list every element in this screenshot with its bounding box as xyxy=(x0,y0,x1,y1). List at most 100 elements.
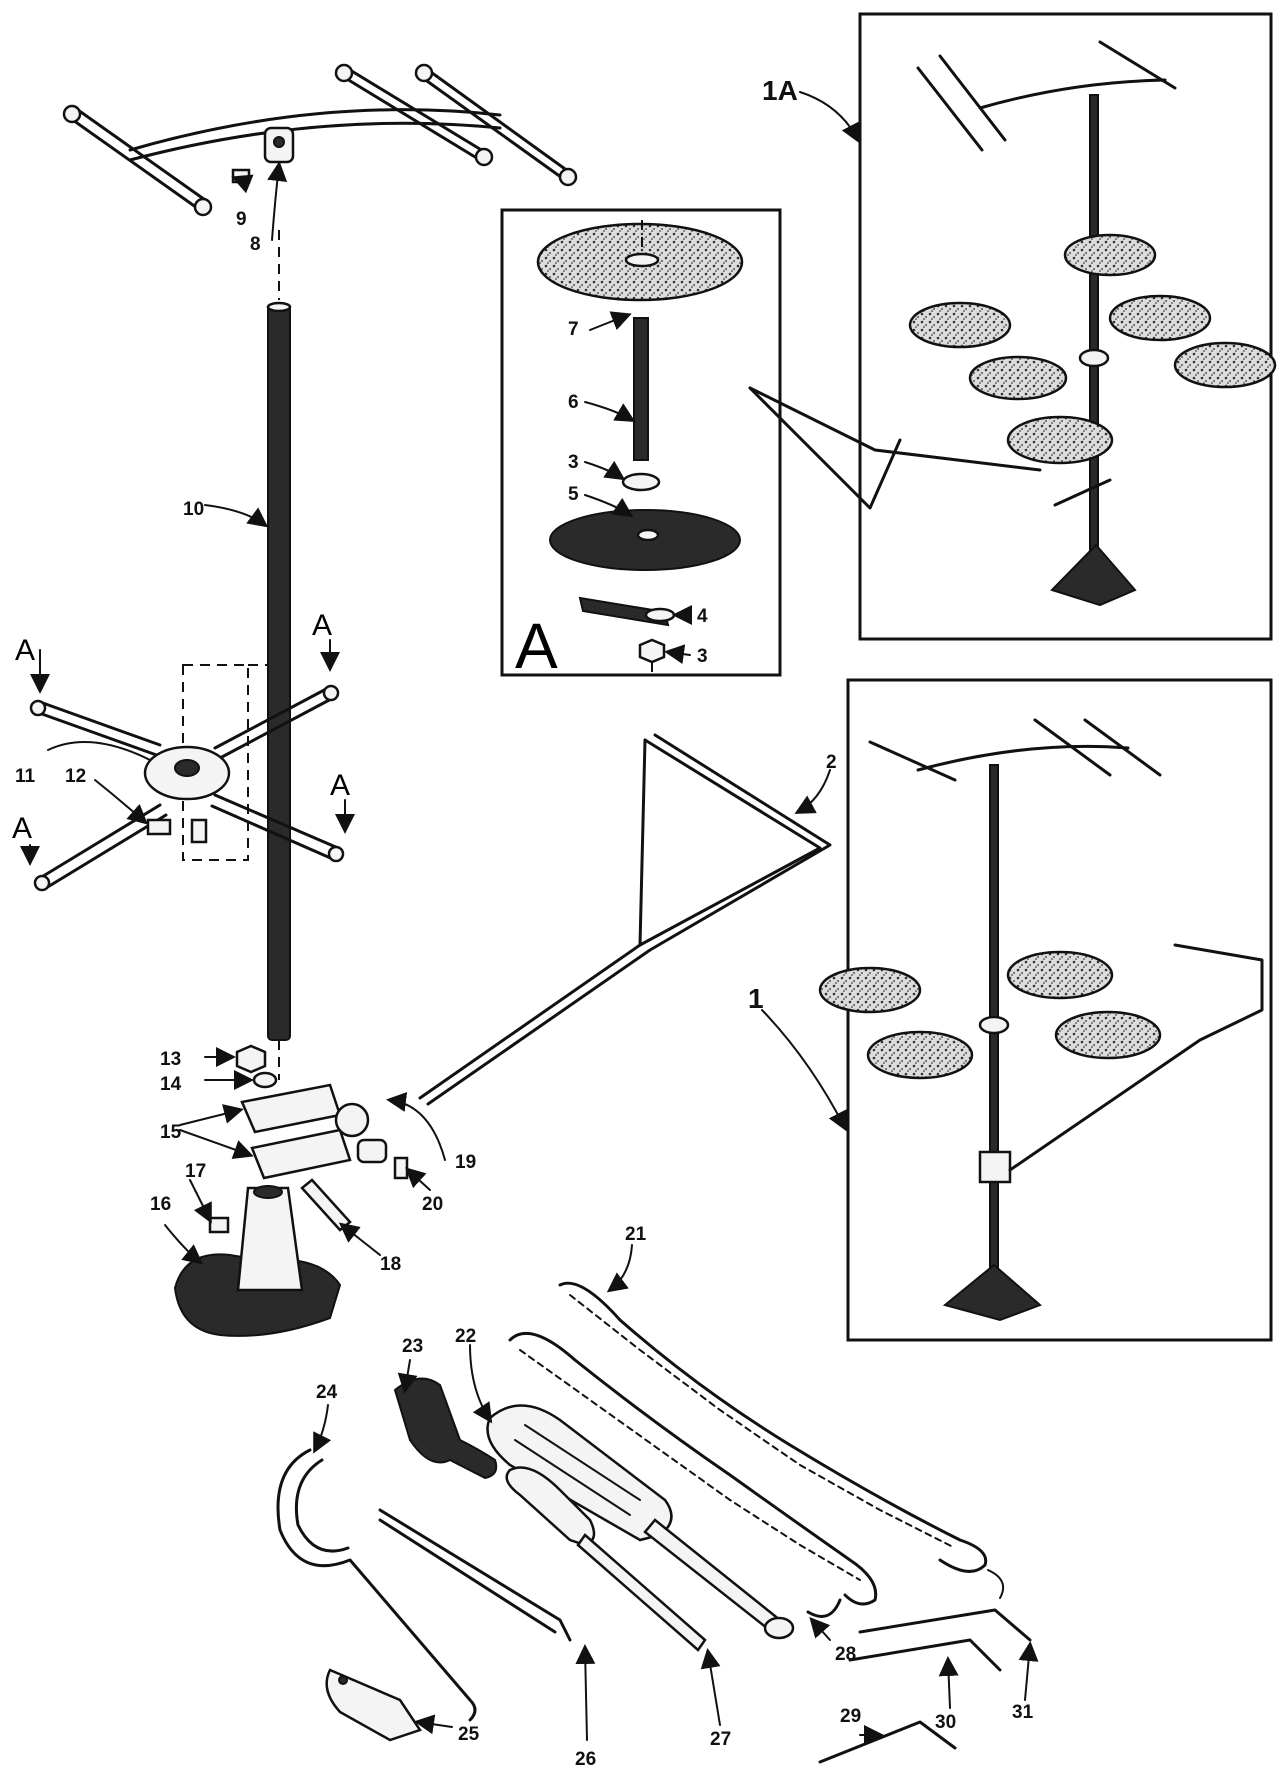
label-19: 19 xyxy=(455,1152,476,1173)
wrench-23 xyxy=(393,1377,498,1480)
label-30: 30 xyxy=(935,1712,956,1733)
hub-set-screw-12 xyxy=(146,818,172,836)
label-detail-a: A xyxy=(515,610,558,682)
label-arrow-a1: A xyxy=(15,634,35,667)
ring-tool-24 xyxy=(276,1448,477,1722)
spindle-6 xyxy=(633,317,649,461)
hub-arm-end xyxy=(33,874,51,892)
label-21: 21 xyxy=(625,1224,647,1245)
label-arrow-a3: A xyxy=(330,769,350,802)
label-17: 17 xyxy=(185,1161,206,1182)
hub-assembly xyxy=(20,639,355,892)
label-28: 28 xyxy=(835,1644,856,1665)
1a-pad xyxy=(1108,294,1212,342)
arm-left-b xyxy=(76,108,210,204)
ball-joint-19 xyxy=(334,1102,370,1138)
bolt-18 xyxy=(300,1178,352,1232)
1a-pad xyxy=(1006,415,1114,465)
arm-end xyxy=(414,63,434,83)
1a-pad xyxy=(908,301,1012,349)
chains-21 xyxy=(508,1281,1004,1618)
chain-secondary-links xyxy=(519,1349,861,1581)
label-1a-arrow xyxy=(799,91,860,144)
label-23: 23 xyxy=(402,1336,423,1357)
label-24: 24 xyxy=(316,1382,338,1403)
hub-arm-right-down xyxy=(213,793,340,850)
1a-arm xyxy=(916,66,984,152)
label-7: 7 xyxy=(568,319,579,340)
label-8: 8 xyxy=(250,234,261,255)
clamp-15-upper xyxy=(240,1083,342,1134)
1a-pad xyxy=(1063,233,1157,277)
label-4: 4 xyxy=(697,606,708,627)
leader-18 xyxy=(338,1222,381,1256)
leader-25 xyxy=(414,1714,453,1735)
nut-3-lower xyxy=(638,638,666,664)
rod-top xyxy=(266,301,292,313)
leader-16 xyxy=(164,1224,204,1265)
detail-a-border xyxy=(500,208,782,677)
chain-21-links xyxy=(569,1294,956,1549)
label-9: 9 xyxy=(236,209,247,230)
crossbar-hub-hole xyxy=(273,136,285,148)
ring-tool-24-inner xyxy=(294,1458,350,1553)
hub-arm-end xyxy=(29,699,47,717)
1-pad xyxy=(1054,1010,1162,1060)
1a-pad xyxy=(968,355,1068,401)
arm-left xyxy=(68,116,202,212)
label-6: 6 xyxy=(568,392,579,413)
leader-31 xyxy=(1018,1641,1039,1701)
label-1: 1 xyxy=(748,983,764,1014)
label-2-arrow xyxy=(794,769,831,814)
label-5: 5 xyxy=(568,484,579,505)
crossbar-arc-lower xyxy=(128,121,502,162)
hex-key-31 xyxy=(858,1608,1032,1642)
1-arm xyxy=(868,740,957,782)
hex-key-30 xyxy=(848,1638,1002,1672)
screwdriver-groove xyxy=(524,1424,641,1501)
top-crossbar-assembly xyxy=(62,63,578,300)
arm-end xyxy=(474,147,494,167)
label-10: 10 xyxy=(183,499,204,520)
leader-24 xyxy=(313,1404,332,1454)
hub-arm-right-up-b xyxy=(218,696,335,760)
small-screwdriver-27-shaft xyxy=(576,1533,707,1652)
label-27: 27 xyxy=(710,1729,731,1750)
hex-key-29 xyxy=(818,1720,957,1764)
guide-wire-2 xyxy=(418,733,832,1106)
chain-21 xyxy=(558,1281,988,1573)
leader-11 xyxy=(47,741,151,761)
arm-end xyxy=(558,167,578,187)
arm-left-end xyxy=(62,104,82,124)
label-18: 18 xyxy=(380,1254,401,1275)
leader-10 xyxy=(204,504,269,528)
screwdriver-22-handle xyxy=(486,1404,673,1542)
ball-joint-body xyxy=(356,1138,388,1164)
hub-arm-right-up xyxy=(213,686,330,750)
base-16-column xyxy=(236,1186,304,1292)
leader-23 xyxy=(397,1359,418,1394)
tweezers-26-b xyxy=(378,1518,557,1634)
leader-21 xyxy=(606,1244,633,1293)
tools xyxy=(276,1377,1032,1764)
leader-12 xyxy=(94,779,149,825)
leader-26 xyxy=(575,1644,596,1741)
hook-end xyxy=(987,1569,1004,1599)
leader-lines xyxy=(47,161,1039,1745)
tweezers-26 xyxy=(378,1508,572,1642)
1a-hub xyxy=(1078,348,1110,368)
hub-dashed-box xyxy=(182,664,249,861)
leader-20 xyxy=(405,1167,431,1191)
hub-arm-left-down xyxy=(38,803,162,880)
arm-right-1 xyxy=(340,74,482,162)
screwdriver-22-socket xyxy=(763,1616,795,1640)
hub-arm-right-down-b xyxy=(210,804,337,862)
hub-set-screw xyxy=(190,818,208,844)
label-13: 13 xyxy=(160,1049,181,1070)
1-crossbar xyxy=(916,744,1130,772)
assembly-1-border xyxy=(846,678,1273,1342)
1-arm xyxy=(1083,718,1162,777)
1a-crossbar xyxy=(978,78,1167,110)
1a-rod xyxy=(1089,94,1099,576)
disc-5-hole xyxy=(636,528,660,542)
